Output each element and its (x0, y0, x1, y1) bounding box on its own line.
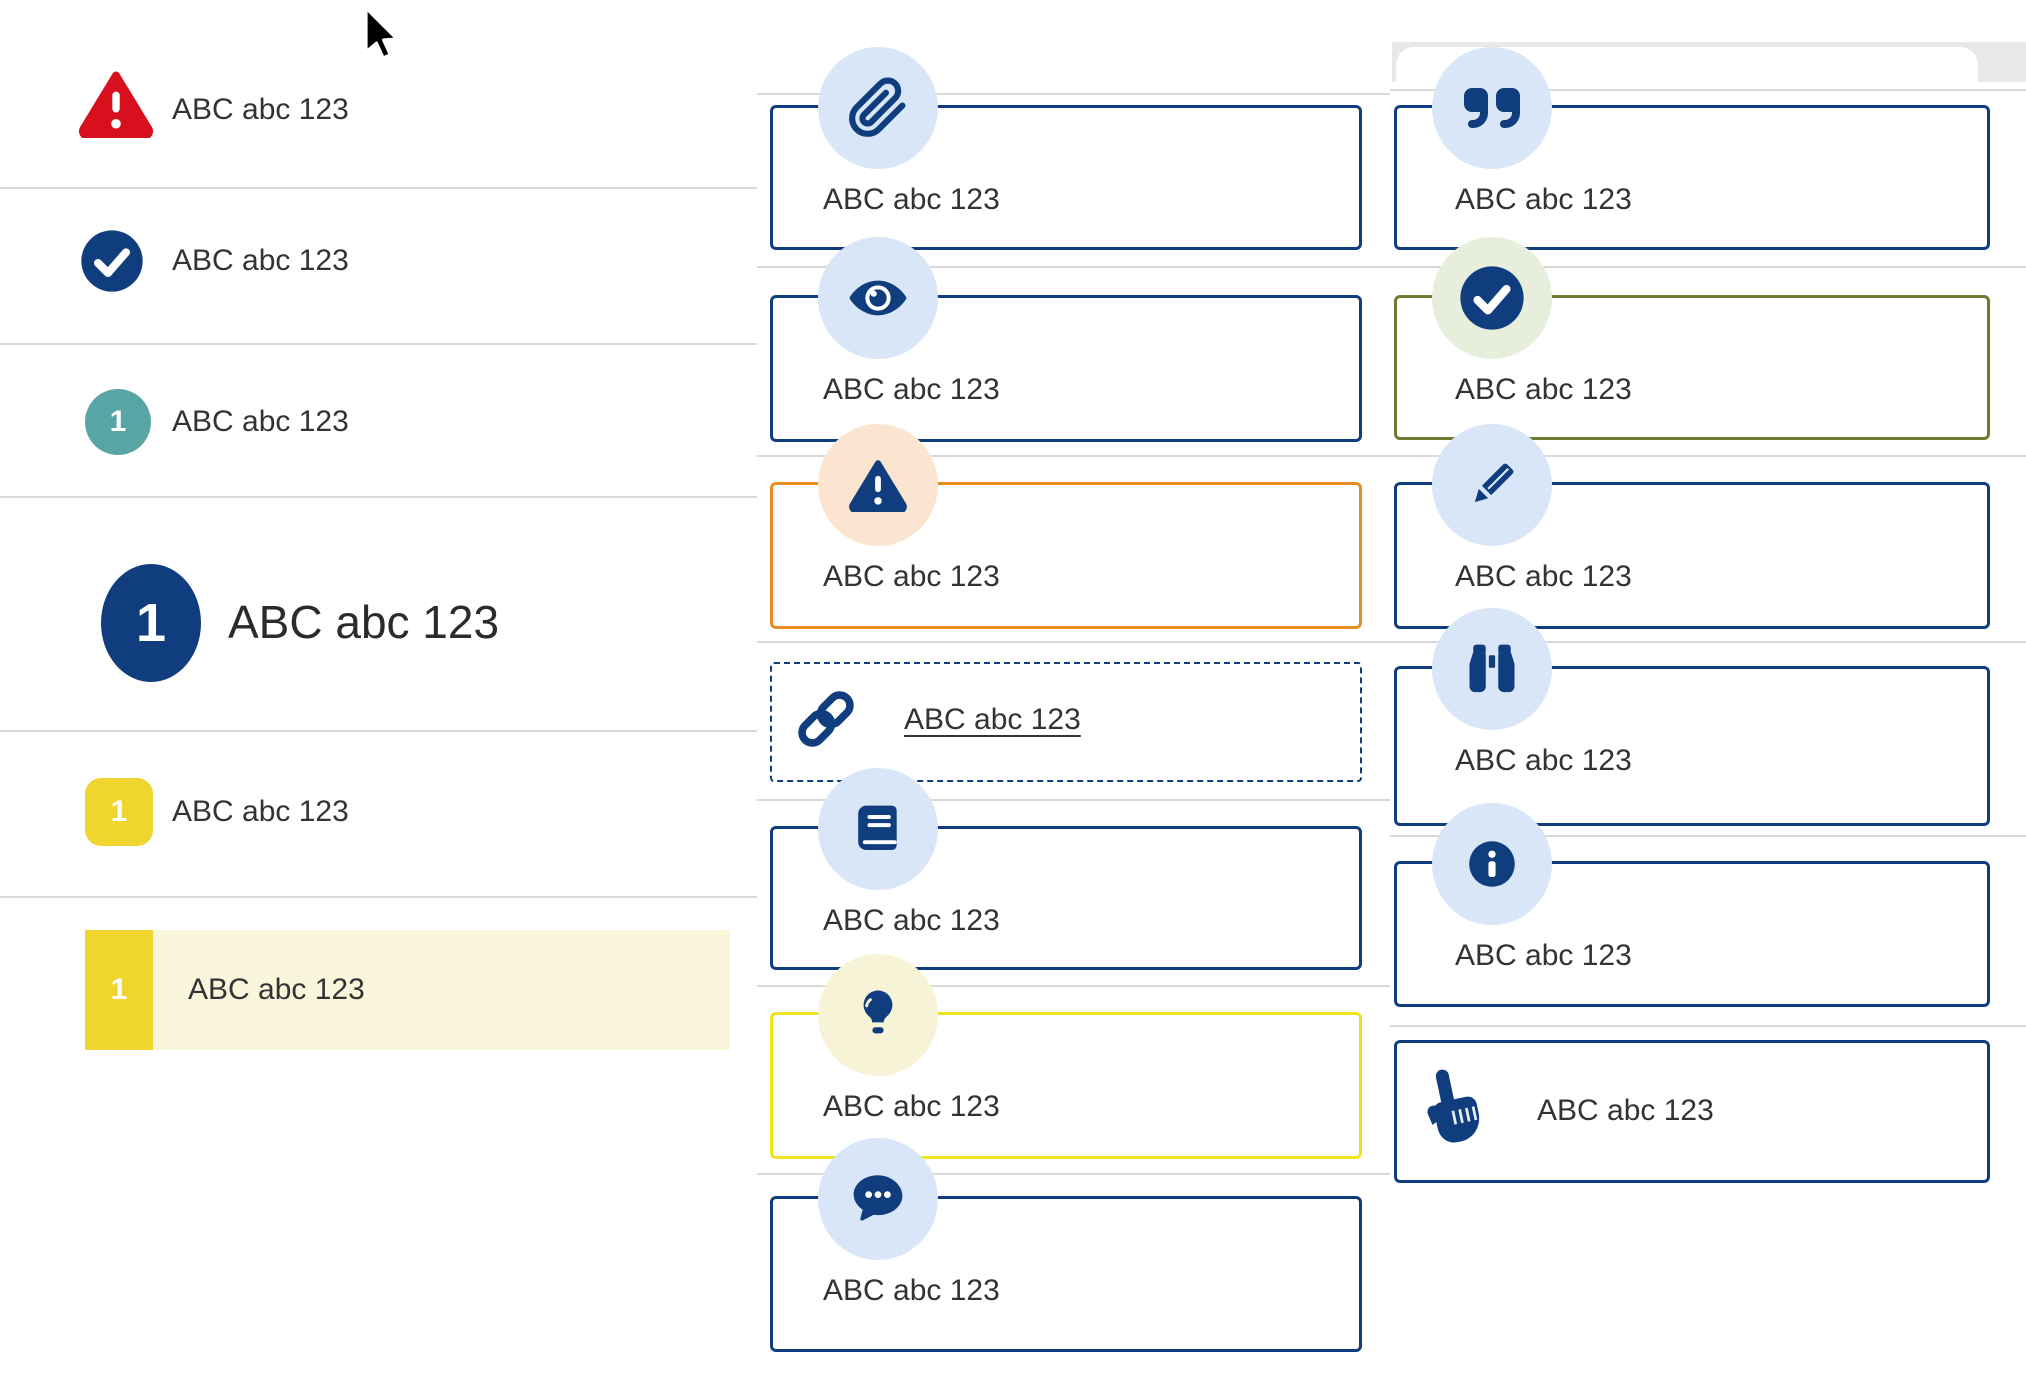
callout-label: ABC abc 123 (1455, 744, 1632, 777)
eye-icon (849, 280, 907, 316)
icon-circle (1432, 237, 1552, 359)
callout-label: ABC abc 123 (823, 1090, 1000, 1123)
number-badge: 1 (85, 930, 153, 1050)
list-item-label: ABC abc 123 (228, 596, 500, 648)
link-icon (798, 691, 854, 747)
info-icon (1469, 841, 1515, 887)
icon-circle (1432, 424, 1552, 546)
callout-label: ABC abc 123 (823, 1274, 1000, 1307)
check-circle-icon (1460, 266, 1524, 330)
callout-label: ABC abc 123 (1455, 373, 1632, 406)
mouse-cursor-icon (364, 6, 399, 60)
highlight-row[interactable] (153, 930, 730, 1050)
callout-box-warning (770, 482, 1362, 629)
number-badge: 1 (101, 564, 201, 682)
callout-box-preview (770, 295, 1362, 442)
lightbulb-icon (863, 990, 893, 1034)
divider (1390, 455, 2026, 457)
hand-pointer-icon (1427, 1069, 1480, 1143)
icon-circle (818, 47, 938, 169)
divider (0, 496, 757, 498)
number-badge: 1 (85, 389, 151, 455)
divider (757, 266, 1390, 268)
badge-number: 1 (109, 405, 127, 438)
divider (0, 896, 757, 898)
divider (757, 1173, 1390, 1175)
check-circle-icon (81, 230, 143, 292)
badge-number: 1 (110, 973, 128, 1006)
callout-label: ABC abc 123 (823, 560, 1000, 593)
callout-link[interactable]: ABC abc 123 (904, 703, 1081, 736)
binoculars-icon (1469, 644, 1515, 693)
callout-label: ABC abc 123 (823, 183, 1000, 216)
book-icon (858, 805, 897, 850)
icon-circle (818, 768, 938, 890)
callout-box-pointer[interactable] (1394, 1040, 1990, 1183)
callout-label: ABC abc 123 (1455, 560, 1632, 593)
icon-circle (818, 1138, 938, 1260)
icon-circle (1432, 608, 1552, 730)
divider (757, 985, 1390, 987)
callout-box-link[interactable] (770, 662, 1362, 782)
list-item-label: ABC abc 123 (172, 405, 349, 438)
icon-circle (818, 954, 938, 1076)
divider (1390, 266, 2026, 268)
callout-label: ABC abc 123 (823, 904, 1000, 937)
alert-triangle-icon (79, 71, 153, 138)
quote-icon (1464, 88, 1520, 128)
icon-circle (1432, 47, 1552, 169)
badge-number: 1 (110, 795, 128, 828)
callout-label: ABC abc 123 (1537, 1094, 1714, 1127)
icon-circle (818, 424, 938, 546)
callout-label: ABC abc 123 (823, 373, 1000, 406)
callout-label: ABC abc 123 (1455, 939, 1632, 972)
warning-icon (849, 459, 907, 512)
list-item-label: ABC abc 123 (172, 93, 349, 126)
pencil-icon (1474, 463, 1514, 503)
divider (757, 641, 1390, 643)
divider (1390, 835, 2026, 837)
divider (1390, 641, 2026, 643)
divider (757, 93, 1390, 95)
icon-circle (818, 237, 938, 359)
divider (0, 343, 757, 345)
icon-circle (1432, 803, 1552, 925)
paperclip-icon (849, 77, 906, 137)
callout-box-edit (1394, 482, 1990, 629)
divider (757, 455, 1390, 457)
list-item-label: ABC abc 123 (188, 973, 365, 1006)
list-item-label: ABC abc 123 (172, 795, 349, 828)
callout-box-definition (770, 826, 1362, 970)
divider (0, 730, 757, 732)
badge-number: 1 (135, 593, 167, 653)
chat-icon (853, 1175, 903, 1221)
divider (0, 187, 757, 189)
divider (1390, 1025, 2026, 1027)
divider (1390, 89, 2026, 91)
callout-label: ABC abc 123 (1455, 183, 1632, 216)
list-item-label: ABC abc 123 (172, 244, 349, 277)
divider (757, 799, 1390, 801)
number-badge: 1 (85, 778, 153, 846)
